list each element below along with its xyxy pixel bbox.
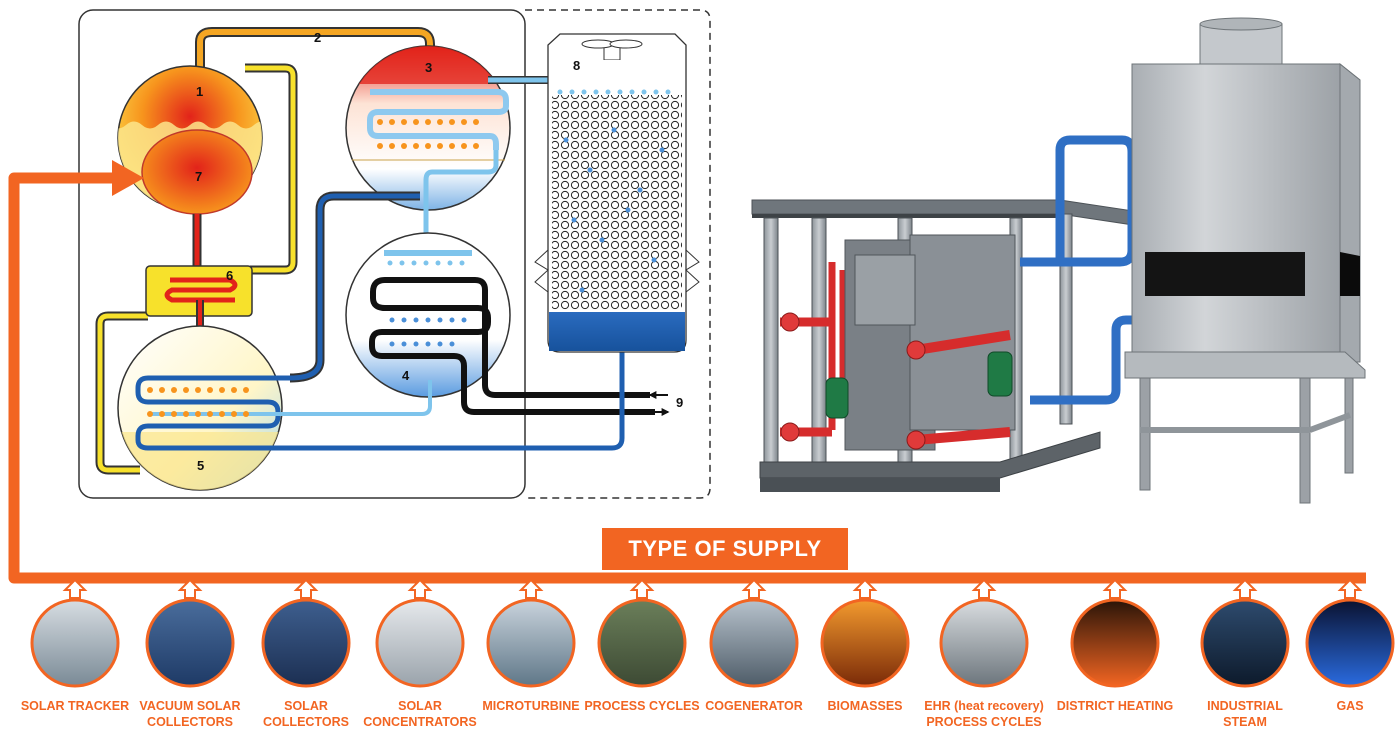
process-cycles-icon xyxy=(597,578,687,688)
ehr-process-cycles-icon xyxy=(939,578,1029,688)
industrial-steam-icon xyxy=(1200,578,1290,688)
heat-supply-line xyxy=(8,172,1366,584)
number-2: 2 xyxy=(314,30,321,45)
source-label-solar-tracker: SOLAR TRACKER xyxy=(20,699,130,713)
number-6: 6 xyxy=(226,268,233,283)
source-label-solar-collectors: SOLAR COLLECTORS xyxy=(263,699,349,729)
number-9: 9 xyxy=(676,395,683,410)
district-heating-icon xyxy=(1070,578,1160,688)
source-label-solar-concentrators: SOLAR CONCENTRATORS xyxy=(363,699,477,729)
microturbine-icon xyxy=(486,578,576,688)
source-label-district-heating: DISTRICT HEATING xyxy=(1056,699,1174,713)
vapor-pipe xyxy=(197,29,433,68)
weak-solution-pipe xyxy=(97,313,148,473)
vacuum-solar-collectors-icon xyxy=(145,578,235,688)
cooling-tower-frame xyxy=(525,9,711,499)
absorber-coil xyxy=(135,345,625,451)
type-of-supply-banner: TYPE OF SUPPLY xyxy=(602,528,848,570)
source-label-microturbine: MICROTURBINE xyxy=(482,699,580,713)
number-8: 8 xyxy=(573,58,580,73)
cooling-water-pipe xyxy=(289,193,420,381)
chilled-water-coil xyxy=(369,277,655,415)
condenser-coil xyxy=(367,89,509,150)
heat-supply-arrow xyxy=(112,160,144,196)
source-label-gas: GAS xyxy=(1336,699,1364,713)
gas-flame-icon xyxy=(1305,578,1395,688)
source-label-cogenerator: COGENERATOR xyxy=(705,699,803,713)
cooling-tower-schematic xyxy=(534,33,700,353)
source-label-biomasses: BIOMASSES xyxy=(827,699,903,713)
number-7: 7 xyxy=(195,169,202,184)
source-label-ehr-process-cycles: EHR (heat recovery) PROCESS CYCLES xyxy=(924,699,1044,729)
chiller-unit-rendering xyxy=(751,135,1141,492)
source-label-vacuum-solar: VACUUM SOLAR COLLECTORS xyxy=(139,699,241,729)
solar-collectors-icon xyxy=(261,578,351,688)
biomasses-icon xyxy=(820,578,910,688)
cogenerator-icon xyxy=(709,578,799,688)
number-3: 3 xyxy=(425,60,432,75)
number-5: 5 xyxy=(197,458,204,473)
number-1: 1 xyxy=(196,84,203,99)
solar-tracker-icon xyxy=(30,578,120,688)
solar-concentrators-icon xyxy=(375,578,465,688)
source-label-process-cycles: PROCESS CYCLES xyxy=(584,699,700,713)
number-4: 4 xyxy=(402,368,410,383)
cooling-tower-rendering xyxy=(1124,17,1366,504)
strong-solution-pipe xyxy=(245,65,296,273)
source-label-industrial-steam: INDUSTRIAL STEAM xyxy=(1207,699,1283,729)
